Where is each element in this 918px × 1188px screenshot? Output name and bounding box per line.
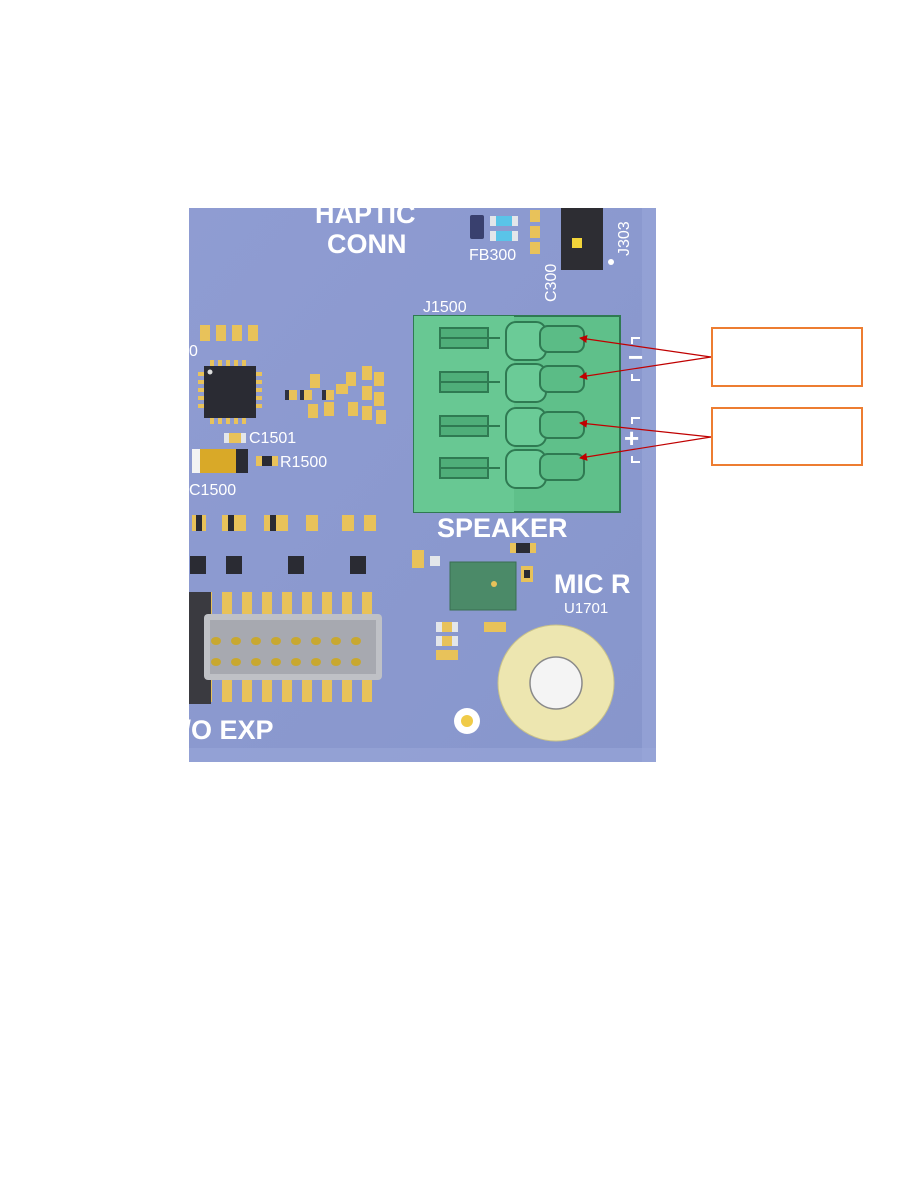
r1500-label: R1500: [280, 454, 327, 471]
speaker-label: SPEAKER: [437, 513, 568, 543]
arrow-minus-2: [579, 356, 712, 380]
c1500-label: C1500: [189, 482, 236, 499]
haptic-label-line1: HAPTIC: [315, 199, 416, 229]
io-exp-label: I/O EXP: [176, 715, 274, 745]
fb300-label: FB300: [469, 247, 516, 264]
c300-label: C300: [543, 264, 560, 302]
plus-mark: +: [624, 423, 639, 453]
arrow-plus-1: [579, 419, 712, 438]
callout-box-negative: [711, 327, 863, 387]
mic-r-module: [450, 562, 516, 610]
mic-r-label: MIC R: [554, 569, 631, 599]
j1500-label: J1500: [423, 299, 467, 316]
c1501-label: C1501: [249, 430, 296, 447]
minus-mark: −: [628, 342, 643, 372]
u1701-label: U1701: [564, 600, 608, 617]
j303-label: J303: [616, 221, 633, 256]
arrow-minus-1: [579, 335, 712, 358]
arrow-plus-2: [579, 436, 712, 461]
qfn-ic: [204, 366, 256, 418]
svg-text:0: 0: [189, 343, 198, 360]
callout-box-positive: [711, 407, 863, 466]
haptic-label-line2: CONN: [327, 229, 407, 259]
